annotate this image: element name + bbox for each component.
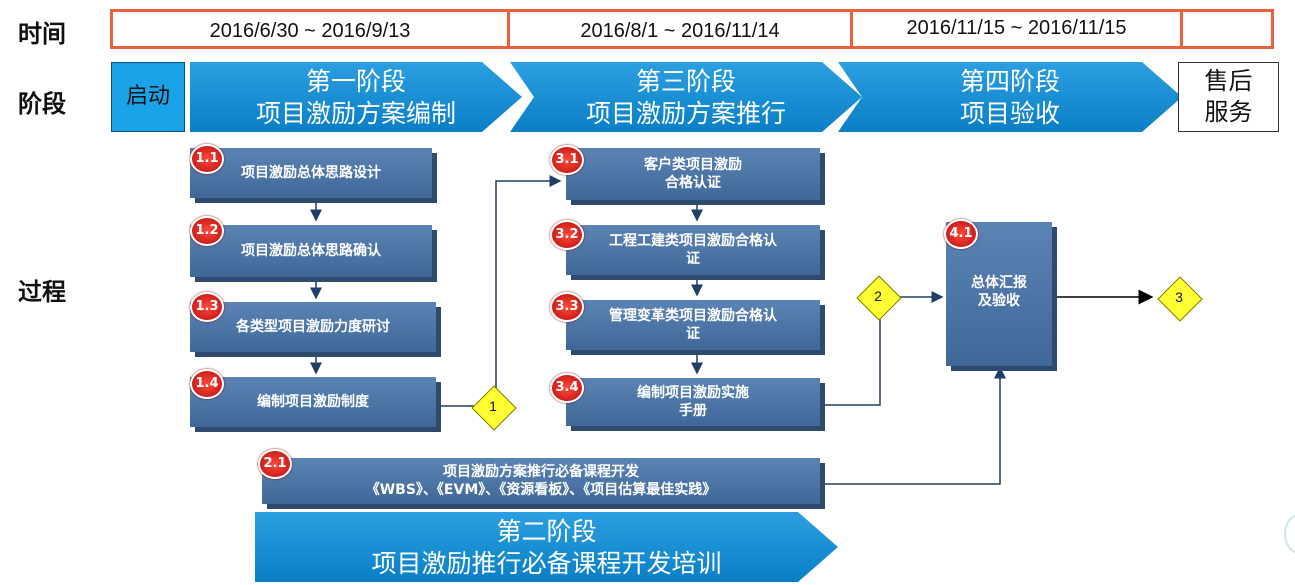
time-range-4 <box>1183 12 1271 46</box>
phase-row-label: 阶段 <box>18 90 66 118</box>
task-2-1-box: 项目激励方案推行必备课程开发 《WBS》、《EVM》、《资源看板》、《项目估算最… <box>262 458 820 504</box>
task-2-1-line2: 《WBS》、《EVM》、《资源看板》、《项目估算最佳实践》 <box>365 482 717 498</box>
stage-2-title: 第二阶段 <box>496 517 597 546</box>
time-bar: 2016/6/30 ~ 2016/9/13 2016/8/1 ~ 2016/11… <box>110 9 1274 49</box>
milestone-3-label: 3 <box>1175 289 1183 305</box>
task-3-2-line2: 证 <box>686 251 700 267</box>
stage-3-chevron: 第三阶段 项目激励方案推行 <box>510 62 862 132</box>
task-3-4-line1: 编制项目激励实施 <box>637 385 749 401</box>
task-4-1-line1: 总体汇报 <box>971 275 1027 291</box>
stage-start-label: 启动 <box>125 84 170 109</box>
task-1-3-box: 各类型项目激励力度研讨 <box>190 302 436 352</box>
task-3-4-box: 编制项目激励实施 手册 <box>566 378 820 426</box>
time-row-label: 时间 <box>18 20 66 48</box>
task-3-4-line2: 手册 <box>679 403 707 419</box>
task-3-1-line2: 合格认证 <box>665 175 721 191</box>
task-1-2-text: 项目激励总体思路确认 <box>241 243 381 259</box>
task-3-2-line1: 工程工建类项目激励合格认 <box>609 233 777 249</box>
stage-4-chevron: 第四阶段 项目验收 <box>838 62 1182 132</box>
task-1-1-text: 项目激励总体思路设计 <box>241 165 381 181</box>
task-2-1-badge: 2.1 <box>258 449 292 479</box>
stage-after-sales: 售后 服务 <box>1178 62 1279 132</box>
stage-2-chevron: 第二阶段 项目激励推行必备课程开发培训 <box>255 512 838 582</box>
stage-1-chevron: 第一阶段 项目激励方案编制 <box>190 62 522 132</box>
stage-1-subtitle: 项目激励方案编制 <box>255 99 456 128</box>
task-3-2-badge: 3.2 <box>550 220 584 250</box>
stage-start: 启动 <box>111 62 185 132</box>
task-3-3-line2: 证 <box>686 326 700 342</box>
stage-4-title: 第四阶段 <box>959 67 1060 96</box>
stage-3-title: 第三阶段 <box>635 67 736 96</box>
task-3-4-badge: 3.4 <box>550 373 584 403</box>
stage-2-subtitle: 项目激励推行必备课程开发培训 <box>371 549 722 578</box>
stage-after-line2: 服务 <box>1204 98 1253 126</box>
task-3-3-badge: 3.3 <box>550 292 584 322</box>
task-1-3-text: 各类型项目激励力度研讨 <box>236 319 390 335</box>
task-4-1-badge: 4.1 <box>944 219 978 249</box>
task-1-2-badge: 1.2 <box>190 216 224 246</box>
task-1-2-box: 项目激励总体思路确认 <box>190 225 432 277</box>
task-1-3-badge: 1.3 <box>190 292 224 322</box>
time-range-2: 2016/8/1 ~ 2016/11/14 <box>510 12 853 46</box>
task-3-2-box: 工程工建类项目激励合格认 证 <box>566 225 820 275</box>
task-1-4-badge: 1.4 <box>190 369 224 399</box>
task-3-1-badge: 3.1 <box>550 145 584 175</box>
task-2-1-line1: 项目激励方案推行必备课程开发 <box>443 464 639 480</box>
task-1-4-box: 编制项目激励制度 <box>190 377 436 427</box>
task-3-1-box: 客户类项目激励 合格认证 <box>566 148 820 200</box>
task-4-1-line2: 及验收 <box>978 293 1020 309</box>
stage-after-line1: 售后 <box>1204 67 1253 95</box>
stage-4-subtitle: 项目验收 <box>959 99 1060 128</box>
task-1-1-box: 项目激励总体思路设计 <box>190 148 432 198</box>
task-1-1-badge: 1.1 <box>190 144 224 174</box>
stage-3-subtitle: 项目激励方案推行 <box>585 99 786 128</box>
milestone-2-label: 2 <box>874 288 882 304</box>
task-1-4-text: 编制项目激励制度 <box>257 394 369 410</box>
time-range-3: 2016/11/15 ~ 2016/11/15 <box>853 12 1183 46</box>
stage-1-title: 第一阶段 <box>305 67 406 96</box>
task-3-1-line1: 客户类项目激励 <box>644 157 742 173</box>
process-row-label: 过程 <box>18 278 66 306</box>
time-range-1: 2016/6/30 ~ 2016/9/13 <box>113 12 510 46</box>
milestone-1-label: 1 <box>489 398 497 414</box>
edge-circle-icon <box>1284 514 1295 554</box>
task-3-3-box: 管理变革类项目激励合格认 证 <box>566 300 820 350</box>
task-3-3-line1: 管理变革类项目激励合格认 <box>609 308 777 324</box>
